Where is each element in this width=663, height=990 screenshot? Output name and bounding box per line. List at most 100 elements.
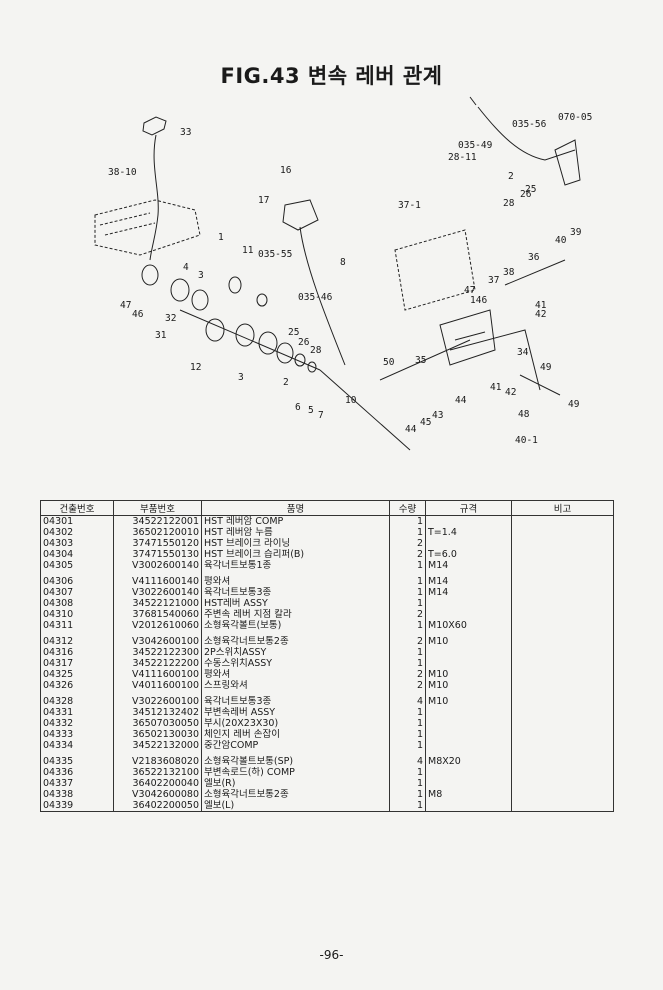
remark-cell [511,778,614,789]
callout-label: 44 [455,395,467,406]
remark-cell [511,696,614,707]
spacer-cell [511,571,614,576]
name-cell: 소형육각너트보통2종 [201,636,390,647]
remark-cell [511,560,614,571]
remark-cell [511,800,614,812]
group-spacer [40,751,614,756]
part-no-cell: 34512132402 [113,707,202,718]
name-cell: 체인지 레버 손잡이 [201,729,390,740]
header-part-name: 품명 [201,500,390,516]
callout-label: 41 [490,382,502,393]
callout-label: 37 [488,275,499,286]
ref-cell: 04306 [40,576,114,587]
spec-cell [425,647,512,658]
name-cell: 소형육각볼트(보통) [201,620,390,631]
qty-cell: 1 [389,560,426,571]
qty-cell: 2 [389,609,426,620]
callout-label: 28 [310,345,322,356]
callout-label: 40 [555,235,567,246]
spec-cell: M8 [425,789,512,800]
spec-cell: M8X20 [425,756,512,767]
name-cell: HST레버 ASSY [201,598,390,609]
remark-cell [511,636,614,647]
spec-cell: T=6.0 [425,549,512,560]
upper-disc-stack [141,264,268,311]
callout-label: 46 [132,309,144,320]
callout-label: 4 [183,262,189,273]
ref-cell: 04301 [40,515,114,527]
qty-cell: 1 [389,598,426,609]
ref-cell: 04310 [40,609,114,620]
spec-cell: M14 [425,576,512,587]
name-cell: HST 브레이크 라이닝 [201,538,390,549]
part-no-cell: V3022600140 [113,587,202,598]
remark-cell [511,609,614,620]
remark-cell [511,576,614,587]
callout-label: 25 [288,327,299,338]
name-cell: 엘보(L) [201,800,390,812]
part-no-cell: 36502130030 [113,729,202,740]
remark-cell [511,707,614,718]
upper-right-bracket-drawing [554,139,581,186]
name-cell: HST 브레이크 습리퍼(B) [201,549,390,560]
part-no-cell: V4011600100 [113,680,202,691]
spec-cell [425,707,512,718]
qty-cell: 1 [389,658,426,669]
remark-cell [511,789,614,800]
spacer-cell [511,691,614,696]
part-no-cell: 36522132100 [113,767,202,778]
callout-label: 035-55 [258,249,292,260]
right-rod-drawing [469,96,576,161]
callout-label: 3 [238,372,244,383]
callout-label: 42 [505,387,516,398]
ref-cell: 04338 [40,789,114,800]
name-cell: 부변속로드(하) COMP [201,767,390,778]
part-no-cell: V3042600100 [113,636,202,647]
callout-label: 6 [295,402,301,413]
qty-cell: 1 [389,767,426,778]
ref-cell: 04303 [40,538,114,549]
ref-cell: 04308 [40,598,114,609]
callout-label: 31 [155,330,167,341]
part-no-cell: V3042600080 [113,789,202,800]
part-no-cell: 37471550130 [113,549,202,560]
part-no-cell: V4111600100 [113,669,202,680]
header-qty: 수량 [389,500,426,516]
callout-label: 42 [535,309,546,320]
name-cell: 육각너트보통3종 [201,696,390,707]
callout-label: 36 [528,252,540,263]
callout-label: 43 [432,410,443,421]
spec-cell [425,718,512,729]
spec-cell: M10 [425,696,512,707]
remark-cell [511,538,614,549]
part-no-cell: 34522132000 [113,740,202,751]
group-spacer [40,631,614,636]
callout-label: 2 [283,377,289,388]
name-cell: 소형육각너트보통2종 [201,789,390,800]
ref-cell: 04336 [40,767,114,778]
ref-cell: 04337 [40,778,114,789]
qty-cell: 1 [389,620,426,631]
name-cell: 평와셔 [201,669,390,680]
ref-cell: 04339 [40,800,114,812]
spec-cell: M10 [425,669,512,680]
qty-cell: 2 [389,680,426,691]
sub-shift-rod-drawing [379,329,561,396]
callout-label: 41 [535,300,547,311]
part-no-cell: 34522121000 [113,598,202,609]
spec-cell [425,800,512,812]
